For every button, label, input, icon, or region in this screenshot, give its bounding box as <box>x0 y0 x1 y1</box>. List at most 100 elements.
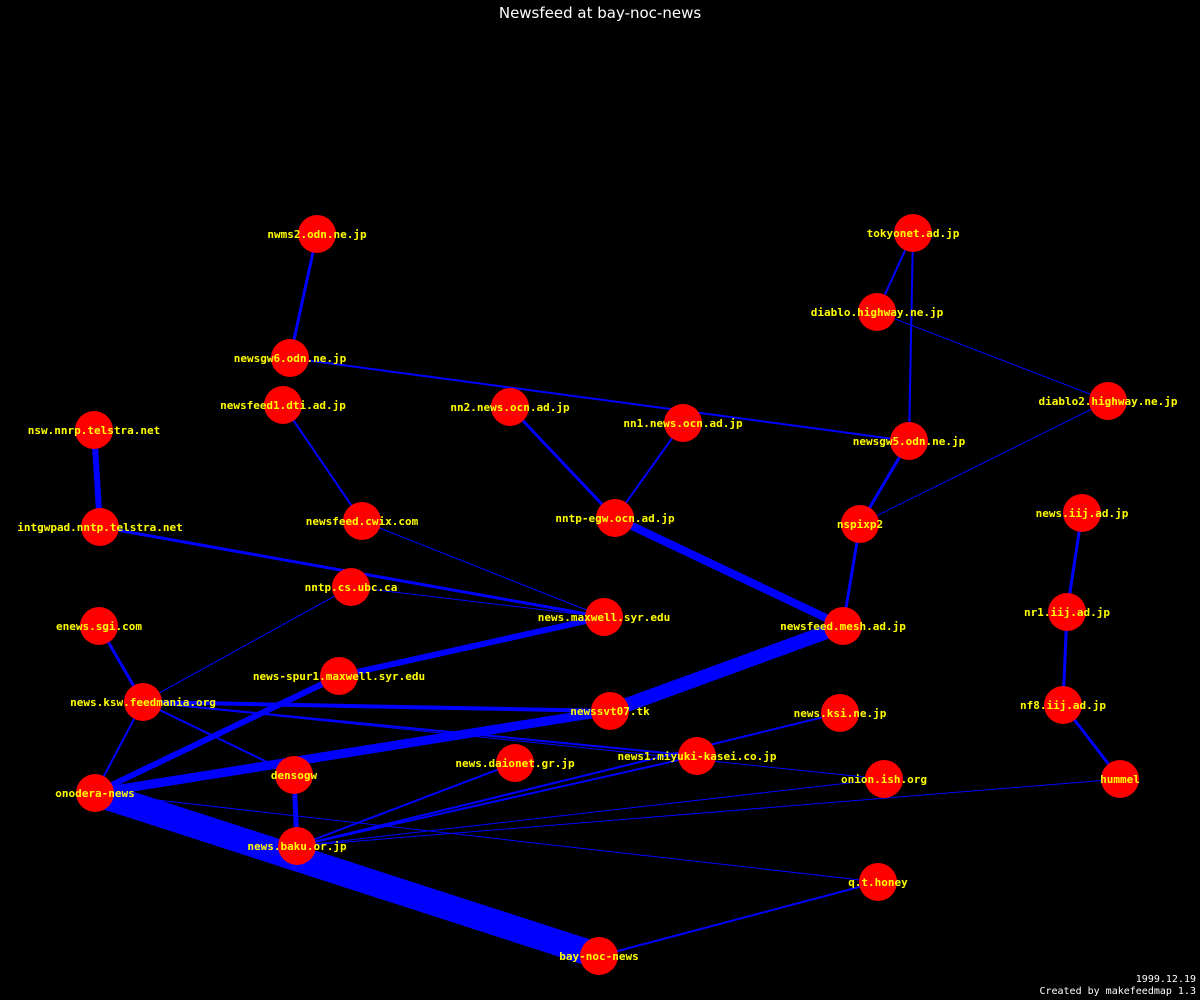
node-label-newsfeed-cwix-com: newsfeed.cwix.com <box>306 515 419 528</box>
node-label-nr1-iij-ad-jp: nr1.iij.ad.jp <box>1024 606 1110 619</box>
edge-baku-miyuki <box>296 755 698 847</box>
node-label-nsw-nnrp-telstra-net: nsw.nnrp.telstra.net <box>28 424 160 437</box>
node-label-news-iij-ad-jp: news.iij.ad.jp <box>1036 507 1129 520</box>
node-label-nwms2-odn-ne-jp: nwms2.odn.ne.jp <box>267 228 367 241</box>
node-label-newssvt07-tk: newssvt07.tk <box>570 705 650 718</box>
node-densogw <box>275 756 313 794</box>
node-tokyonet-ad-jp <box>894 214 932 252</box>
edge-diablo2-nspixp2 <box>859 400 1109 525</box>
node-label-news-maxwell-syr-edu: news.maxwell.syr.edu <box>538 611 670 624</box>
edge-maxwell-spur1 <box>338 614 605 679</box>
node-label-nntp-cs-ubc-ca: nntp.cs.ubc.ca <box>305 581 398 594</box>
node-diablo2-highway-ne-jp <box>1089 382 1127 420</box>
node-newsgw5-odn-ne-jp <box>890 422 928 460</box>
edge-diablo-diablo2 <box>876 311 1109 402</box>
node-label-onodera-news: onodera-news <box>55 787 134 800</box>
node-newsfeed-cwix-com <box>343 502 381 540</box>
edge-nn2-nntpegw <box>508 405 617 520</box>
edge-mesh-newssvt07 <box>607 619 846 718</box>
node-label-newsfeed1-dti-ad-jp: newsfeed1.dti.ad.jp <box>220 399 346 412</box>
node-label-intgwpad-nntp-telstra-net: intgwpad.nntp.telstra.net <box>17 521 183 534</box>
node-label-tokyonet-ad-jp: tokyonet.ad.jp <box>867 227 960 240</box>
node-newsfeed1-dti-ad-jp <box>264 386 302 424</box>
node-newsgw6-odn-ne-jp <box>271 339 309 377</box>
node-newsfeed-mesh-ad-jp <box>824 607 862 645</box>
node-nsw-nnrp-telstra-net <box>75 411 113 449</box>
node-bay-noc-news <box>580 937 618 975</box>
node-news-ksw-feedmania-org <box>124 683 162 721</box>
node-hummel <box>1101 760 1139 798</box>
edge-onodera-baynoc <box>90 780 604 969</box>
node-label-bay-noc-news: bay-noc-news <box>559 950 638 963</box>
node-label-news-baku-or-jp: news.baku.or.jp <box>247 840 347 853</box>
edge-feedmania-miyuki <box>142 701 698 757</box>
node-news-spur1-maxwell-syr-edu <box>320 657 358 695</box>
node-nspixp2 <box>841 505 879 543</box>
node-label-onion-ish-org: onion.ish.org <box>841 773 927 786</box>
node-enews-sgi-com <box>80 607 118 645</box>
node-nwms2-odn-ne-jp <box>298 215 336 253</box>
label-layer: nwms2.odn.ne.jp tokyonet.ad.jp diablo.high… <box>17 227 1178 963</box>
edge-feedmania-onion <box>142 701 885 780</box>
node-layer <box>75 214 1139 975</box>
node-nn2-news-ocn-ad-jp <box>491 388 529 426</box>
node-label-diablo-highway-ne-jp: diablo.highway.ne.jp <box>811 306 944 319</box>
node-label-nn2-news-ocn-ad-jp: nn2.news.ocn.ad.jp <box>450 401 570 414</box>
edge-baku-hummel <box>296 778 1121 847</box>
edge-cwix-maxwell <box>361 520 605 618</box>
node-news-maxwell-syr-edu <box>585 598 623 636</box>
node-nn1-news-ocn-ad-jp <box>664 404 702 442</box>
edge-nntpcsubc-feedmania <box>142 586 352 703</box>
edge-spur1-onodera <box>93 673 341 796</box>
node-label-news-ksi-ne-jp: news.ksi.ne.jp <box>794 707 887 720</box>
node-onodera-news <box>76 774 114 812</box>
edge-qthoney-baynoc <box>598 881 879 957</box>
node-label-nf8-iij-ad-jp: nf8.iij.ad.jp <box>1020 699 1106 712</box>
node-onion-ish-org <box>865 760 903 798</box>
node-news-daionet-gr-jp <box>496 744 534 782</box>
node-label-news1-miyuki-kasei-co-jp: news1.miyuki-kasei.co.jp <box>618 750 777 763</box>
node-nr1-iij-ad-jp <box>1048 593 1086 631</box>
edge-baku-daionet <box>296 762 516 847</box>
node-intgwpad-nntp-telstra-net <box>81 508 119 546</box>
edge-onodera-qthoney <box>94 792 879 883</box>
node-label-densogw: densogw <box>271 769 318 782</box>
node-label-nntp-egw-ocn-ad-jp: nntp-egw.ocn.ad.jp <box>555 512 675 525</box>
edge-newssvt07-onodera <box>94 706 611 798</box>
edge-newsgw6-newsgw5 <box>289 357 910 442</box>
node-news-iij-ad-jp <box>1063 494 1101 532</box>
edge-baku-ksi <box>296 712 841 847</box>
node-newssvt07-tk <box>591 692 629 730</box>
edge-nntpegw-mesh <box>613 514 845 630</box>
node-news1-miyuki-kasei-co-jp <box>678 737 716 775</box>
footer-date: 1999.12.19 <box>1135 974 1196 985</box>
node-label-nn1-news-ocn-ad-jp: nn1.news.ocn.ad.jp <box>623 417 743 430</box>
node-label-newsgw5-odn-ne-jp: newsgw5.odn.ne.jp <box>853 435 966 448</box>
node-news-ksi-ne-jp <box>821 694 859 732</box>
node-label-q-t-honey: q.t.honey <box>848 876 908 889</box>
edge-newssvt07-feedmania <box>142 700 611 713</box>
node-diablo-highway-ne-jp <box>858 293 896 331</box>
node-label-newsgw6-odn-ne-jp: newsgw6.odn.ne.jp <box>234 352 347 365</box>
node-label-news-daionet-gr-jp: news.daionet.gr.jp <box>455 757 575 770</box>
node-label-news-spur1-maxwell-syr-edu: news-spur1.maxwell.syr.edu <box>253 670 425 683</box>
node-nntp-cs-ubc-ca <box>332 568 370 606</box>
node-label-enews-sgi-com: enews.sgi.com <box>56 620 142 633</box>
footer-credit: Created by makefeedmap 1.3 <box>1039 986 1196 997</box>
footer: 1999.12.19 Created by makefeedmap 1.3 <box>1039 974 1196 998</box>
node-label-hummel: hummel <box>1100 773 1140 786</box>
node-nntp-egw-ocn-ad-jp <box>596 499 634 537</box>
edge-tokyonet-newsgw5 <box>908 232 914 442</box>
node-nf8-iij-ad-jp <box>1044 686 1082 724</box>
edge-newsfeed1dti-cwix <box>282 404 363 522</box>
edge-feedmania-densogw <box>142 701 295 776</box>
node-label-nspixp2: nspixp2 <box>837 518 883 531</box>
edge-baku-onion <box>296 778 885 847</box>
edge-nn1-nntpegw <box>614 422 684 519</box>
edge-nwms2-newsgw6 <box>288 233 319 359</box>
edge-nntpcsubc-maxwell <box>350 586 605 618</box>
node-news-baku-or-jp <box>278 827 316 865</box>
node-label-newsfeed-mesh-ad-jp: newsfeed.mesh.ad.jp <box>780 620 906 633</box>
page-title: Newsfeed at bay-noc-news <box>498 4 702 22</box>
